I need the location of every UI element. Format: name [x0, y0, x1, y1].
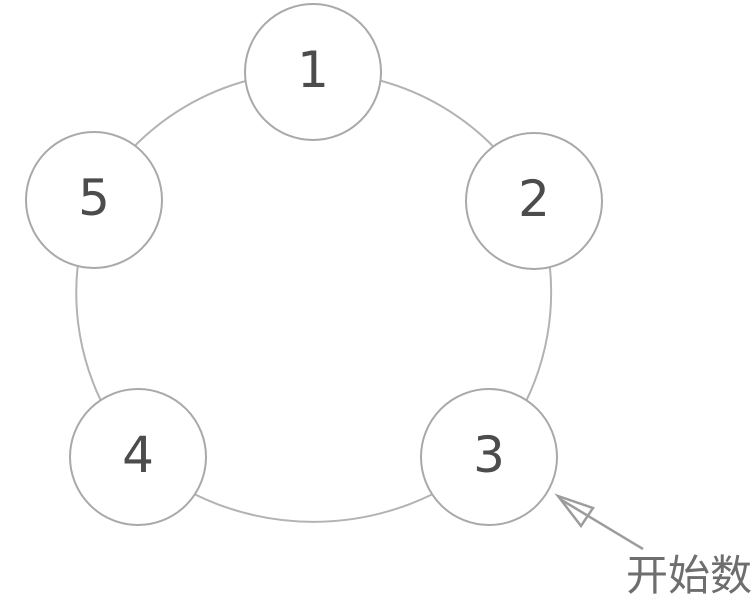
node-circle-3: [420, 388, 558, 526]
ring-node-1: 1: [244, 3, 382, 141]
node-circle-4: [69, 388, 207, 526]
node-circle-5: [25, 131, 163, 269]
node-label-1: 1: [297, 41, 329, 99]
ring-node-5: 5: [25, 131, 163, 269]
ring-node-4: 4: [69, 388, 207, 526]
ring-node-2: 2: [465, 132, 603, 270]
node-circle-1: [244, 3, 382, 141]
arrow-shaft: [559, 497, 644, 551]
node-label-3: 3: [473, 426, 505, 484]
node-label-4: 4: [122, 426, 154, 484]
nodes-layer: 1 2 3 4 5: [25, 3, 603, 526]
annotation-label: 开始数: [626, 551, 751, 600]
ring-node-3: 3: [420, 388, 558, 526]
node-label-5: 5: [78, 169, 110, 227]
node-circle-2: [465, 132, 603, 270]
node-label-2: 2: [518, 170, 550, 228]
arrow-head-icon: [554, 493, 595, 529]
